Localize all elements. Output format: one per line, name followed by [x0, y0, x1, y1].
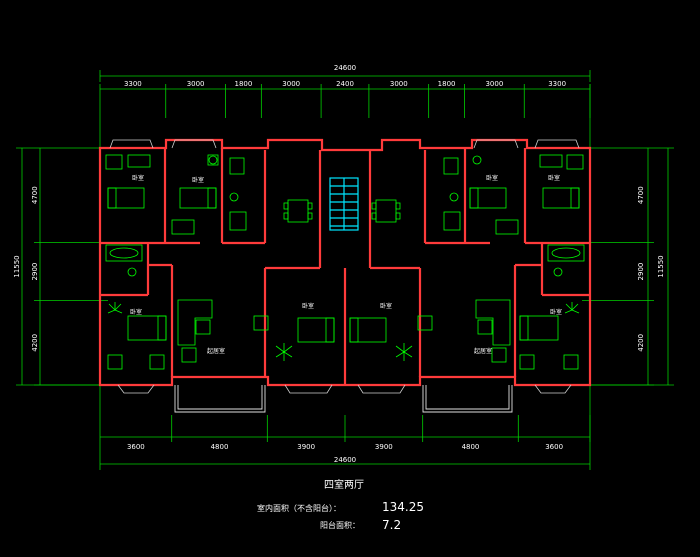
left-total-dimension: 11550 — [13, 255, 21, 277]
left-dimension: 2900 — [31, 263, 39, 281]
room-label: 卧室 — [132, 174, 144, 182]
room-label: 卧室 — [548, 174, 560, 182]
balcony-label: 阳台面积： — [320, 520, 360, 530]
top-dimension: 1800 — [235, 80, 253, 88]
plants — [107, 302, 580, 361]
top-dimension: 3300 — [124, 80, 142, 88]
room-label: 卧室 — [486, 174, 498, 182]
top-dimension: 3000 — [390, 80, 408, 88]
bay-windows — [109, 139, 580, 394]
bottom-dimension: 3900 — [375, 443, 393, 451]
top-dimension: 3300 — [548, 80, 566, 88]
room-label: 起居室 — [207, 347, 225, 355]
left-dimension: 4700 — [31, 186, 39, 204]
top-dimension: 1800 — [438, 80, 456, 88]
area-label: 室内面积（不含阳台）： — [257, 503, 341, 513]
room-label: 卧室 — [380, 302, 392, 310]
room-label: 起居室 — [474, 347, 492, 355]
top-total-dimension: 24600 — [334, 64, 356, 72]
right-dimension: 4200 — [637, 334, 645, 352]
right-dimension: 2900 — [637, 263, 645, 281]
bottom-dimension: 3600 — [127, 443, 145, 451]
bottom-dimension: 3900 — [297, 443, 315, 451]
top-dimension: 3000 — [282, 80, 300, 88]
bottom-total-dimension: 24600 — [334, 456, 356, 464]
balconies — [174, 385, 513, 413]
room-label: 卧室 — [550, 308, 562, 316]
right-dimension: 4700 — [637, 186, 645, 204]
left-dimension: 4200 — [31, 334, 39, 352]
top-dimension: 3000 — [187, 80, 205, 88]
bottom-dimension: 4800 — [211, 443, 229, 451]
bottom-dimension: 4800 — [462, 443, 480, 451]
dimension-labels: 24600 3300 3000 1800 3000 2400 3000 1800 3000 330… — [13, 64, 665, 464]
top-dimension: 3000 — [485, 80, 503, 88]
room-label: 卧室 — [302, 302, 314, 310]
room-labels: 卧室卧室卧室卧室卧室卧室卧室卧室起居室起居室 — [130, 174, 562, 355]
walls — [98, 138, 592, 387]
furniture — [105, 154, 585, 370]
room-label: 卧室 — [192, 176, 204, 184]
stair — [329, 177, 359, 231]
balcony-value: 7.2 — [382, 518, 401, 532]
room-label: 卧室 — [130, 308, 142, 316]
plan-title: 四室两厅 — [324, 478, 364, 491]
right-total-dimension: 11550 — [657, 255, 665, 277]
dimension-lines — [16, 70, 674, 470]
area-value: 134.25 — [382, 500, 424, 514]
bottom-dimension: 3600 — [545, 443, 563, 451]
top-dimension: 2400 — [336, 80, 354, 88]
